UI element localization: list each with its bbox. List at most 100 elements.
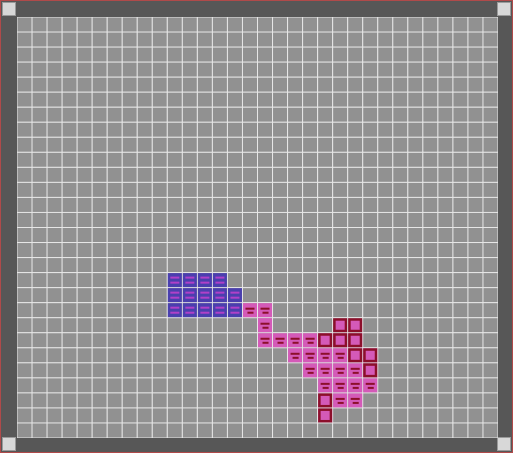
board-cell[interactable] [121,287,138,304]
board-cell[interactable] [407,211,424,228]
board-cell[interactable] [17,317,33,334]
board-cell[interactable] [211,332,228,349]
board-cell[interactable] [181,136,198,153]
board-cell[interactable] [106,106,123,123]
board-cell[interactable] [437,302,454,319]
board-cell[interactable] [46,332,63,349]
board-cell[interactable] [17,121,33,138]
board-cell[interactable] [482,91,498,108]
board-cell[interactable] [196,257,213,274]
board-cell[interactable] [452,46,469,63]
board-cell[interactable] [166,17,183,33]
board-cell[interactable] [76,91,93,108]
board-cell[interactable] [347,17,364,33]
board-cell[interactable] [257,91,274,108]
board-cell[interactable] [347,272,364,289]
board-cell[interactable] [121,347,138,364]
board-cell[interactable] [422,17,439,33]
board-cell[interactable] [76,61,93,78]
board-cell[interactable] [241,407,258,424]
board-cell[interactable] [482,31,498,48]
board-cell[interactable] [407,227,424,244]
board-cell[interactable] [347,181,364,198]
board-cell[interactable] [362,422,379,438]
board-cell[interactable] [437,31,454,48]
board-cell[interactable] [106,181,123,198]
board-cell[interactable] [407,422,424,438]
board-cell[interactable] [437,17,454,33]
board-cell[interactable] [482,181,498,198]
board-cell[interactable] [437,46,454,63]
board-cell[interactable] [482,151,498,168]
board-cell[interactable] [467,106,484,123]
board-cell[interactable] [377,121,394,138]
board-cell[interactable] [272,196,289,213]
board-cell[interactable] [91,17,108,33]
board-cell[interactable] [17,242,33,259]
board-cell[interactable] [181,91,198,108]
board-cell[interactable] [181,211,198,228]
board-cell[interactable] [362,106,379,123]
board-cell[interactable] [181,242,198,259]
board-cell[interactable] [46,347,63,364]
board-cell[interactable] [482,272,498,289]
board-cell[interactable] [392,196,409,213]
board-cell[interactable] [467,242,484,259]
board-cell[interactable] [422,362,439,379]
board-cell[interactable] [91,196,108,213]
board-cell[interactable] [136,422,153,438]
board-cell[interactable] [467,257,484,274]
board-cell[interactable] [211,61,228,78]
board-cell[interactable] [392,106,409,123]
board-cell[interactable] [106,151,123,168]
board-cell[interactable] [467,227,484,244]
board-cell[interactable] [467,136,484,153]
board-cell[interactable] [437,181,454,198]
board-cell[interactable] [151,196,168,213]
board-cell[interactable] [362,302,379,319]
board-cell[interactable] [106,347,123,364]
board-cell[interactable] [392,227,409,244]
board-cell[interactable] [392,61,409,78]
board-cell[interactable] [166,181,183,198]
board-cell[interactable] [257,377,274,394]
board-cell[interactable] [151,287,168,304]
board-cell[interactable] [106,287,123,304]
board-cell[interactable] [226,151,243,168]
board-cell[interactable] [226,46,243,63]
board-cell[interactable] [317,227,334,244]
board-cell[interactable] [392,287,409,304]
board-cell[interactable] [332,287,349,304]
board-cell[interactable] [76,317,93,334]
board-cell[interactable] [91,287,108,304]
board-cell[interactable] [136,46,153,63]
board-cell[interactable] [287,17,304,33]
board-cell[interactable] [377,181,394,198]
board-cell[interactable] [181,196,198,213]
board-cell[interactable] [136,91,153,108]
board-cell[interactable] [151,91,168,108]
board-cell[interactable] [302,17,319,33]
board-cell[interactable] [362,287,379,304]
board-cell[interactable] [362,392,379,409]
board-cell[interactable] [407,196,424,213]
board-cell[interactable] [226,121,243,138]
board-cell[interactable] [17,136,33,153]
board-cell[interactable] [166,407,183,424]
board-cell[interactable] [257,76,274,93]
board-cell[interactable] [272,166,289,183]
board-cell[interactable] [226,317,243,334]
board-cell[interactable] [121,17,138,33]
board-cell[interactable] [76,17,93,33]
board-cell[interactable] [317,272,334,289]
board-cell[interactable] [211,196,228,213]
board-cell[interactable] [317,166,334,183]
board-cell[interactable] [317,46,334,63]
board-cell[interactable] [257,61,274,78]
board-cell[interactable] [347,106,364,123]
board-cell[interactable] [106,332,123,349]
board-cell[interactable] [91,181,108,198]
board-cell[interactable] [31,257,48,274]
board-cell[interactable] [46,422,63,438]
board-cell[interactable] [31,166,48,183]
